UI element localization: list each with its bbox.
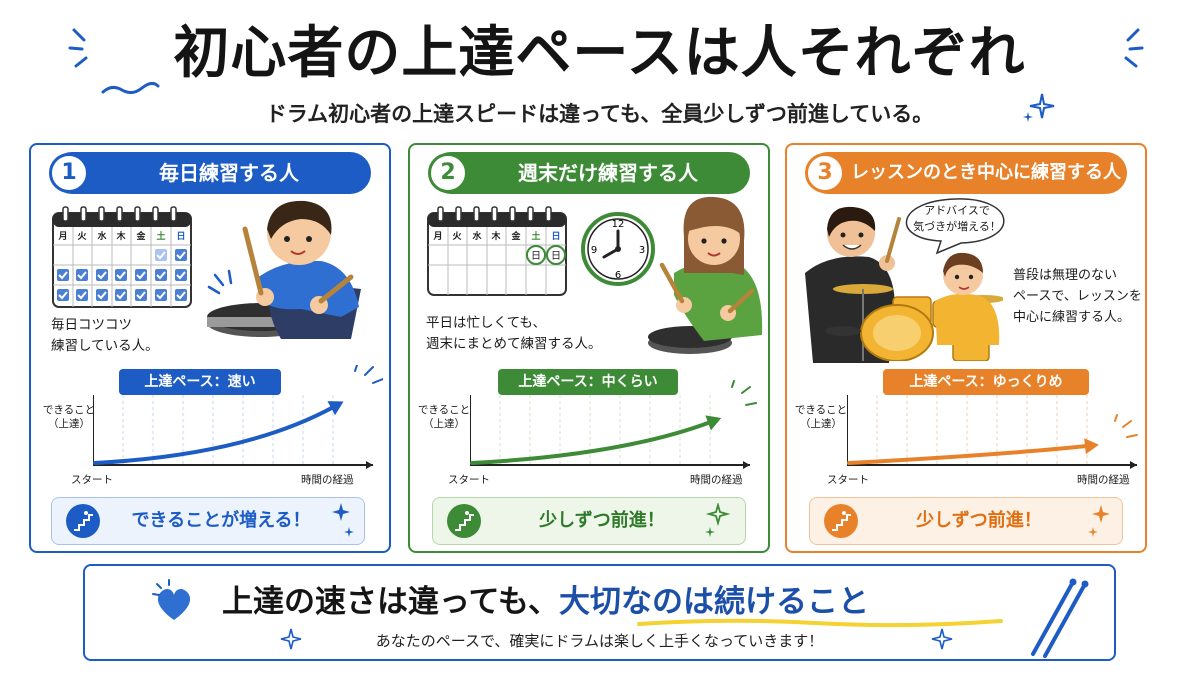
bottom-banner: 上達の速さは違っても、大切なのは続けること あなたのペースで、確実にドラムは楽し… — [83, 564, 1116, 661]
drummer-icon — [207, 200, 361, 339]
x-axis-end: 時間の経過 — [690, 474, 743, 486]
result-text: 少しずつ前進！ — [916, 510, 1042, 531]
subtitle: ドラム初心者の上達スピードは違っても、全員少しずつ前進している。 — [265, 102, 934, 126]
calendar-day-label: 日 — [176, 231, 185, 242]
y-axis-label: できること （上達） — [42, 404, 96, 430]
calendar-day-label: 土 — [531, 230, 540, 242]
card-title: 週末だけ練習する人 — [518, 161, 698, 185]
progress-graph — [470, 380, 757, 469]
sparkle-icon — [280, 628, 302, 650]
card-header: 1 毎日練習する人 — [49, 152, 371, 194]
calendar-day-label: 月 — [57, 231, 67, 242]
progress-arrowhead — [327, 401, 344, 416]
clock-number: 9 — [591, 245, 597, 256]
x-axis-end: 時間の経過 — [1077, 474, 1130, 486]
sparkle-icon — [705, 503, 730, 537]
progress-graph — [93, 365, 383, 469]
calendar-day-label: 土 — [156, 230, 165, 242]
progress-graph — [847, 395, 1138, 469]
speech-text: アドバイスで 気づきが増える！ — [913, 204, 1001, 233]
heart-icon — [152, 579, 191, 620]
pace-label: 上達ペース：ゆっくりめ — [883, 369, 1089, 395]
result-box: 少しずつ前進！ — [809, 497, 1123, 545]
calendar-day-label: 木 — [490, 230, 501, 242]
x-axis-start: スタート — [448, 474, 490, 486]
child-drummer-icon — [935, 252, 1000, 345]
x-axis-start: スタート — [827, 474, 869, 486]
y-axis-label: できること （上達） — [417, 404, 471, 430]
card-description: 平日は忙しくても、 週末にまとめて練習する人。 — [426, 315, 602, 352]
banner-message: 上達の速さは違っても、大切なのは続けること — [222, 576, 869, 621]
sparkle-icon — [1023, 93, 1055, 122]
clock-number: 12 — [612, 219, 625, 230]
clock-number: 6 — [615, 270, 621, 281]
sparkle-lines-icon — [1124, 28, 1144, 68]
calendar-day-label: 金 — [135, 230, 146, 242]
card-description: 普段は無理のない ペースで、レッスンを 中心に練習する人。 — [1013, 268, 1142, 325]
calendar-day-label: 水 — [472, 230, 482, 242]
drumsticks-icon — [1031, 578, 1089, 658]
clock-icon: 12 3 6 9 — [581, 212, 655, 286]
result-text: 少しずつ前進！ — [539, 510, 665, 531]
card-header: 3 レッスンのとき中心に練習する人 — [805, 152, 1127, 194]
y-axis-label: できること （上達） — [794, 404, 848, 430]
progress-curve — [470, 420, 712, 465]
card-number: 2 — [428, 153, 468, 193]
calendar-icon: 月火水木金土日 — [52, 206, 192, 308]
card-number: 3 — [805, 153, 845, 193]
progress-arrowhead — [1084, 438, 1099, 455]
stairs-icon — [824, 504, 858, 538]
calendar-day-label: 日 — [551, 231, 560, 242]
x-axis-end: 時間の経過 — [301, 474, 354, 486]
progress-curve — [93, 405, 335, 465]
banner-message-prefix: 上達の速さは違っても、 — [222, 584, 559, 620]
card-header: 2 週末だけ練習する人 — [428, 152, 750, 194]
pace-label: 上達ペース：速い — [119, 369, 281, 395]
card-weekend: 2 週末だけ練習する人 月火水木金土日 日 日 12 3 6 9 平日は忙しくて… — [408, 143, 770, 553]
calendar-day-label: 木 — [115, 230, 126, 242]
calendar-day-label: 火 — [77, 231, 87, 242]
progress-arrowhead — [705, 415, 722, 431]
pace-label: 上達ペース：中くらい — [498, 369, 678, 395]
progress-curve — [847, 444, 1089, 465]
clock-number: 3 — [639, 245, 645, 256]
banner-subtext: あなたのペースで、確実にドラムは楽しく上手くなっていきます！ — [375, 632, 824, 650]
card-title: レッスンのとき中心に練習する人 — [851, 162, 1121, 183]
sparkle-lines-icon — [68, 28, 88, 68]
card-title: 毎日練習する人 — [159, 161, 299, 185]
underline-squiggle-icon — [101, 81, 160, 95]
highlight-underline — [637, 618, 1003, 628]
page-title: 初心者の上達ペースは人それぞれ — [173, 21, 1026, 86]
sparkle-icon — [1088, 505, 1110, 537]
card-lesson: 3 レッスンのとき中心に練習する人 アドバイスで 気づきが増える！ 普段は無理の… — [785, 143, 1147, 553]
card-number: 1 — [49, 153, 89, 193]
calendar-day-label: 金 — [510, 230, 521, 242]
calendar-day-label: 月 — [432, 231, 442, 242]
result-box: 少しずつ前進！ — [432, 497, 746, 545]
sparkle-icon — [931, 628, 953, 650]
calendar-marked-day: 日 — [551, 251, 561, 262]
stairs-icon — [447, 504, 481, 538]
speech-bubble — [905, 198, 1005, 255]
calendar-day-label: 火 — [452, 231, 462, 242]
drummer-icon — [648, 196, 763, 354]
card-description: 毎日コツコツ 練習している人。 — [51, 317, 159, 354]
calendar-icon: 月火水木金土日 日 日 — [427, 206, 567, 296]
banner-message-highlight: 大切なのは続けること — [558, 584, 869, 620]
calendar-marked-day: 日 — [531, 251, 541, 262]
x-axis-start: スタート — [71, 474, 113, 486]
calendar-day-label: 水 — [97, 230, 107, 242]
card-daily: 1 毎日練習する人 月火水木金土日 毎日コツコツ 練習している人。 — [29, 143, 391, 553]
sparkle-icon — [332, 503, 354, 537]
stairs-icon — [66, 504, 100, 538]
result-box: できることが増える！ — [51, 497, 365, 545]
result-text: できることが増える！ — [131, 510, 311, 531]
